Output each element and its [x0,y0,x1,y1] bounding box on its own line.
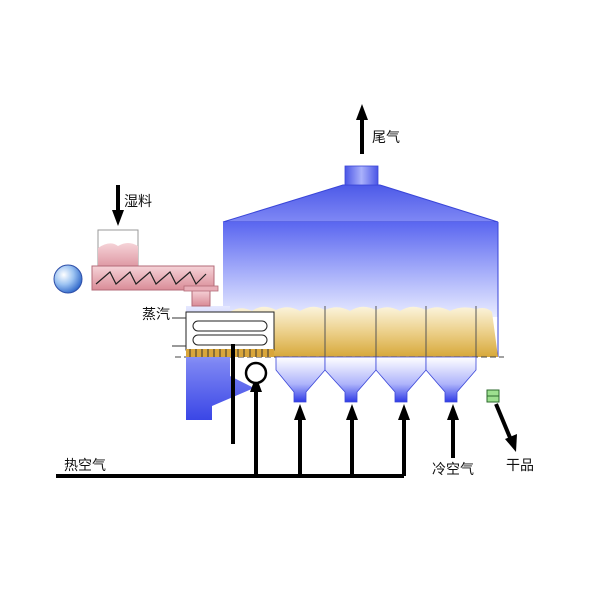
hopper-4 [425,356,477,403]
label-tail-gas: 尾气 [372,130,400,146]
tail-gas-arrow [356,104,368,154]
steam-coil [185,311,275,357]
bed-partitions [324,306,477,357]
feed-chute [191,289,211,307]
hopper-3 [375,356,427,403]
label-wet-material: 湿料 [124,194,152,210]
feed-hopper [97,229,139,273]
discharge-valve [486,389,500,403]
hopper-2 [324,356,377,403]
hot-air-piping [56,388,406,478]
vessel-body [223,222,498,317]
exhaust-duct [344,165,379,186]
label-cold-air: 冷空气 [432,462,474,478]
vessel-hood [222,184,499,223]
hopper-1 [275,356,326,403]
dry-product-arrow [494,403,517,452]
label-steam: 蒸汽 [142,307,170,323]
air-hoppers [275,356,477,403]
hot-air-arrowheads [250,376,410,420]
hot-air-inlet-port [244,361,268,385]
label-dry-product: 干品 [506,458,534,474]
drive-motor [53,264,83,294]
cold-air-arrow [447,404,459,458]
fluid-bed [230,306,498,357]
dryer-vessel [222,184,499,357]
wet-material-arrow [112,185,124,226]
feed-chute-flange [183,285,219,292]
label-hot-air: 热空气 [64,458,106,474]
